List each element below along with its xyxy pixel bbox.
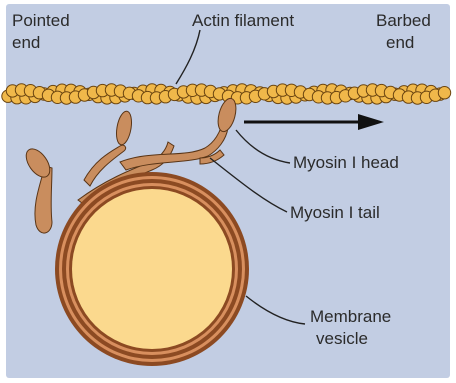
label-barbed-end-line2: end (386, 32, 414, 53)
label-pointed-end-line1: Pointed (12, 10, 70, 31)
actin-subunit (438, 87, 450, 99)
label-membrane-line2: vesicle (316, 328, 368, 349)
vesicle-lumen (72, 189, 232, 349)
label-membrane-line1: Membrane (310, 306, 391, 327)
label-actin-filament: Actin filament (192, 10, 294, 31)
membrane-vesicle (55, 172, 249, 366)
label-myosin-tail: Myosin I tail (290, 202, 380, 223)
label-barbed-end-line1: Barbed (376, 10, 431, 31)
label-pointed-end-line2: end (12, 32, 40, 53)
label-myosin-head: Myosin I head (293, 152, 399, 173)
